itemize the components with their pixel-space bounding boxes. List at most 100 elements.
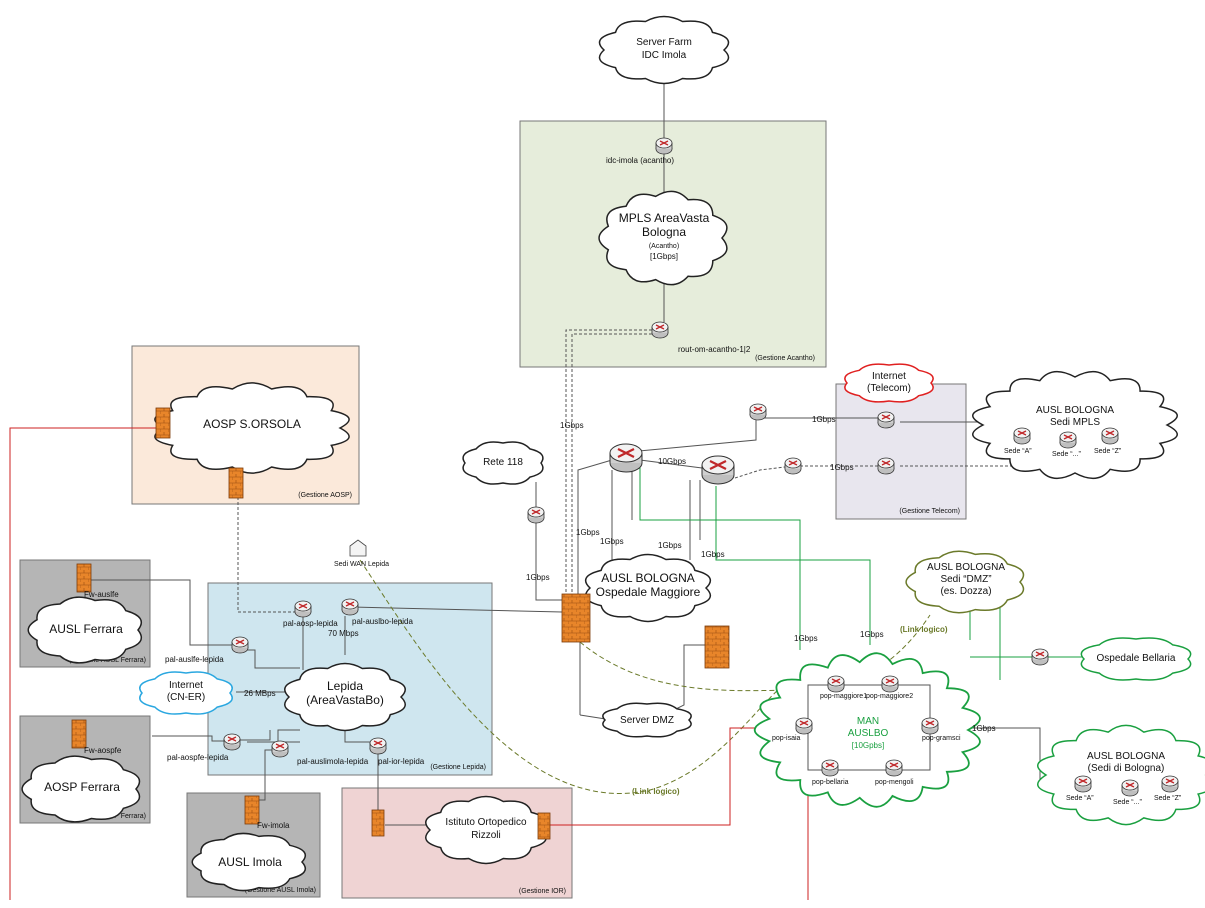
server-dmz-cloud: [602, 702, 692, 738]
device-label: Sede “A”: [1004, 448, 1032, 455]
firewall-icon: [371, 809, 385, 837]
ausl-mpls-label: Sedi MPLS: [1050, 417, 1100, 428]
device-label: rout-om-acantho-1|2: [678, 345, 751, 354]
core-router-icon: [700, 454, 736, 486]
lepida-label: Lepida: [327, 679, 363, 693]
router-icon: [655, 137, 673, 155]
zone-lepida-label: (Gestione Lepida): [430, 764, 486, 771]
link-label: 1Gbps: [701, 550, 725, 559]
rete118-cloud: [462, 441, 544, 485]
firewall-icon: [537, 812, 551, 840]
device-label: Fw-imola: [257, 821, 290, 830]
firewall-icon: [561, 593, 591, 643]
ausl-dmz-label: AUSL BOLOGNA: [927, 562, 1005, 573]
zone-aosp-label: (Gestione AOSP): [298, 492, 352, 499]
link-label: 26 MBps: [244, 689, 276, 698]
router-icon: [921, 717, 939, 735]
ausl-sedi-bo-cloud: [1037, 724, 1205, 826]
router-icon: [369, 737, 387, 755]
lepida-label: (AreaVastaBo): [306, 693, 384, 707]
firewall-icon: [71, 719, 87, 749]
device-label: Fw-auslfe: [84, 590, 119, 599]
lepida-cloud: [284, 662, 406, 732]
firewall-icon: [244, 795, 260, 825]
device-label: pal-aospfe-lepida: [167, 753, 229, 762]
router-icon: [877, 457, 895, 475]
device-label: pop-maggiore2: [866, 693, 913, 700]
aosp-ferrara-label: AOSP Ferrara: [44, 780, 120, 794]
ausl-ferrara-label: AUSL Ferrara: [49, 622, 123, 636]
device-label: Sedi WAN Lepida: [334, 561, 389, 568]
router-icon: [821, 759, 839, 777]
device-label: pal-auslbo-lepida: [352, 617, 413, 626]
device-label: Sede “...”: [1052, 451, 1081, 458]
router-icon: [1013, 427, 1031, 445]
router-icon: [827, 675, 845, 693]
ausl-mpls-cloud: [972, 371, 1178, 479]
link-label: 1Gbps: [560, 421, 584, 430]
device-label: pop-isaia: [772, 735, 801, 742]
firewall-icon: [704, 625, 730, 669]
ausl-imola-cloud: [191, 832, 306, 892]
ausl-imola-label: AUSL Imola: [218, 855, 282, 869]
firewall-icon: [155, 407, 171, 439]
link-label: 1Gbps: [794, 634, 818, 643]
ausl-dmz-label: Sedi “DMZ”: [940, 574, 991, 585]
link-label: 1Gbps: [576, 528, 600, 537]
device-label: Sede “Z”: [1154, 795, 1182, 802]
firewall-icon: [76, 563, 92, 593]
ausl-maggiore-label: AUSL BOLOGNA: [601, 571, 695, 585]
man-label: MAN: [857, 716, 879, 727]
router-icon: [1161, 775, 1179, 793]
router-icon: [527, 506, 545, 524]
router-icon: [885, 759, 903, 777]
device-label: pal-auslfe-lepida: [165, 655, 224, 664]
internet-telecom-label: Internet: [872, 371, 906, 382]
rete118-label: Rete 118: [483, 457, 523, 468]
clouds-layer: [21, 15, 1205, 892]
router-icon: [1031, 648, 1049, 666]
device-label: pop-mengoli: [875, 779, 914, 786]
firewall-icon: [228, 467, 244, 499]
router-icon: [231, 636, 249, 654]
zone-ior-label: (Gestione IOR): [519, 888, 566, 895]
device-label: pal-aosp-lepida: [283, 619, 338, 628]
link-logico-label: (Link logico): [900, 625, 948, 634]
ior-label: Istituto Ortopedico: [445, 817, 527, 828]
link-label: 70 Mbps: [328, 629, 359, 638]
server-dmz-label: Server DMZ: [620, 715, 674, 726]
router-icon: [294, 600, 312, 618]
ausl-maggiore-cloud: [584, 553, 712, 623]
mpls-label: MPLS AreaVasta: [619, 211, 710, 225]
router-icon: [1059, 431, 1077, 449]
router-icon: [881, 675, 899, 693]
router-icon: [1101, 427, 1119, 445]
router-icon: [784, 457, 802, 475]
router-icon: [223, 733, 241, 751]
ausl-sedi-bo-label: AUSL BOLOGNA: [1087, 751, 1165, 762]
internet-cner-label: Internet: [169, 680, 203, 691]
internet-telecom-label: (Telecom): [867, 383, 911, 394]
server-farm-label: Server Farm: [636, 37, 692, 48]
aosp-ferrara-cloud: [21, 755, 141, 823]
router-icon: [1074, 775, 1092, 793]
zone-ausl-imola-label: (Gestione AUSL Imola): [245, 887, 316, 894]
link-label: 1Gbps: [860, 630, 884, 639]
device-label: pop-gramsci: [922, 735, 961, 742]
ausl-ferrara-cloud: [27, 596, 142, 664]
core-router-icon: [608, 442, 644, 474]
link-label: 1Gbps: [600, 537, 624, 546]
link-label: 1Gbps: [972, 724, 996, 733]
ausl-sedi-bo-label: (Sedi di Bologna): [1088, 763, 1165, 774]
mpls-label: Bologna: [642, 225, 686, 239]
device-label: pop-maggiore1: [820, 693, 867, 700]
device-label: pal-ior-lepida: [378, 757, 425, 766]
mpls-label: (Acantho): [649, 243, 679, 250]
aosp-orsola-label: AOSP S.ORSOLA: [203, 417, 301, 431]
device-label: pop-bellaria: [812, 779, 849, 786]
link-label: 1Gbps: [812, 415, 836, 424]
link-label: 1Gbps: [658, 541, 682, 550]
bellaria-label: Ospedale Bellaria: [1097, 653, 1176, 664]
zone-telecom: [835, 383, 967, 520]
